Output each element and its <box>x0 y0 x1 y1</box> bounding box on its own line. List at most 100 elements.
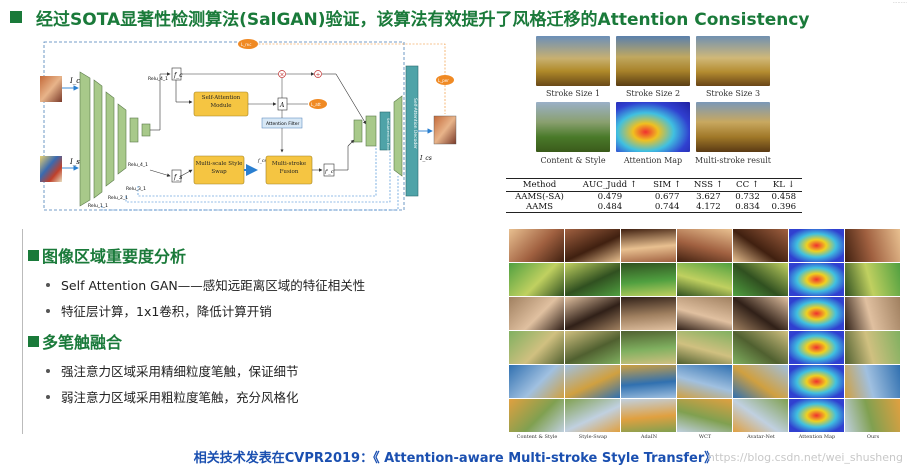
caption-stroke-3: Stroke Size 3 <box>705 89 761 98</box>
result-thumbnail <box>509 229 564 262</box>
attention-map-image <box>616 102 690 152</box>
result-thumbnail <box>677 263 732 296</box>
label-loss3: L_per <box>438 78 449 83</box>
section-heading-1: 图像区域重要度分析 <box>28 243 186 267</box>
loss-att-icon <box>309 99 327 109</box>
metrics-header: CC ↑ <box>729 178 766 192</box>
result-thumbnail <box>677 331 732 364</box>
output-image <box>433 115 457 145</box>
label-ai: A <box>279 102 285 109</box>
caption-content-style: Content & Style <box>540 156 606 165</box>
stroke-size-2-image <box>616 36 690 86</box>
attention-map-thumbnail <box>789 229 844 262</box>
heading-bullet-icon <box>28 249 39 261</box>
decoder-block-3 <box>379 111 391 151</box>
grid-caption: Content & Style <box>516 434 558 440</box>
result-thumbnail <box>621 399 676 432</box>
attention-map-thumbnail <box>789 399 844 432</box>
svg-text:+: + <box>316 72 321 79</box>
label-self-attention: Self-Attention Module <box>201 95 241 109</box>
list-item-text: 特征层计算，1x1卷积，降低计算开销 <box>61 304 272 319</box>
watermark: https://blog.csdn.net/wei_shusheng <box>707 451 903 464</box>
result-thumbnail <box>733 263 788 296</box>
result-thumbnail <box>845 399 900 432</box>
result-thumbnail <box>677 399 732 432</box>
result-thumbnail <box>733 399 788 432</box>
caption-attention-map: Attention Map <box>623 156 683 165</box>
label-loss2: L_att <box>311 102 321 107</box>
metrics-table: Method AUC_Judd ↑ SIM ↑ NSS ↑ CC ↑ KL ↓ … <box>506 178 802 213</box>
result-thumbnail <box>565 229 620 262</box>
list-item-text: Self Attention GAN——感知远距离区域的特征相关性 <box>61 278 366 293</box>
svg-text:×: × <box>280 72 285 79</box>
encoder-block-5 <box>129 117 139 143</box>
content-image <box>40 76 62 102</box>
attention-map-thumbnail <box>789 365 844 398</box>
encoder-block-3 <box>105 91 115 187</box>
grid-caption: Attention Map <box>798 434 836 440</box>
caption-multi-stroke: Multi-stroke result <box>694 156 772 165</box>
metrics-header: AUC_Judd ↑ <box>572 178 647 192</box>
table-cell: 4.172 <box>687 202 730 213</box>
encoder-block-1 <box>79 71 91 207</box>
label-fcs: f_cs <box>257 158 267 164</box>
label-ic: I_c <box>69 77 80 85</box>
table-cell: 0.458 <box>771 192 797 202</box>
result-thumbnail <box>621 365 676 398</box>
label-attention-filter: Attention Filter <box>266 121 299 127</box>
bullet-dot-icon <box>46 368 50 373</box>
section-divider <box>22 229 23 434</box>
result-thumbnail <box>565 365 620 398</box>
multi-stroke-result-image <box>696 102 770 152</box>
decoder-block-2 <box>365 115 377 147</box>
attention-map-thumbnail <box>789 263 844 296</box>
label-is: I_s <box>69 158 80 166</box>
slide-title: 经过SOTA显著性检测算法(SalGAN)验证，该算法有效提升了风格迁移的Att… <box>6 4 906 30</box>
label-loss1: L_rec <box>241 42 251 47</box>
result-thumbnail <box>845 297 900 330</box>
table-row: AAMS(-SA) 0.479 0.677 3.627 0.732 0.458 <box>506 192 802 202</box>
table-cell: 0.677 <box>654 192 680 202</box>
result-thumbnail <box>677 229 732 262</box>
table-cell: 0.744 <box>646 202 688 213</box>
metrics-header: SIM ↑ <box>646 178 688 192</box>
table-cell: 0.834 <box>729 202 766 213</box>
grid-caption: Ours <box>866 434 880 440</box>
decoder-block-4 <box>393 95 403 177</box>
label-relu11: Relu_1_1 <box>88 203 108 209</box>
result-thumbnail <box>509 399 564 432</box>
caption-stroke-2: Stroke Size 2 <box>625 89 681 98</box>
result-thumbnail <box>845 229 900 262</box>
encoder-block-6 <box>141 123 151 137</box>
encoder-block-2 <box>93 79 103 199</box>
encoder-block-4 <box>117 103 127 175</box>
result-thumbnail <box>621 263 676 296</box>
label-relu41b: Relu_4_1 <box>128 162 148 168</box>
heading-bullet-icon <box>28 335 39 347</box>
result-thumbnail <box>565 297 620 330</box>
result-thumbnail <box>565 331 620 364</box>
result-thumbnail <box>845 331 900 364</box>
label-encoder: Self-Attention Encoder <box>386 118 390 158</box>
architecture-diagram: I_c I_s Relu_4_1 Relu_4_1 Relu_3_1 Relu_… <box>40 39 457 211</box>
stroke-size-1-image <box>536 36 610 86</box>
table-cell: AAMS(-SA) <box>515 192 564 202</box>
table-cell: 0.479 <box>597 192 623 202</box>
list-item: 弱注意力区域采用粗粒度笔触，充分风格化 <box>46 387 299 406</box>
metrics-header: NSS ↑ <box>687 178 730 192</box>
table-row: AAMS 0.484 0.744 4.172 0.834 0.396 <box>506 202 802 213</box>
section-heading-2: 多笔触融合 <box>28 329 122 353</box>
result-thumbnail <box>565 263 620 296</box>
label-relu21: Relu_2_1 <box>108 195 128 201</box>
result-thumbnail <box>733 229 788 262</box>
label-fc: f_c <box>173 72 183 79</box>
section-heading-text: 多笔触融合 <box>42 333 123 352</box>
list-item: Self Attention GAN——感知远距离区域的特征相关性 <box>46 275 365 294</box>
bullet-dot-icon <box>46 308 50 313</box>
decoder-block-1 <box>353 119 363 143</box>
result-thumbnail <box>621 229 676 262</box>
metrics-header: Method <box>506 178 573 192</box>
metrics-header: KL ↓ <box>765 178 802 192</box>
content-style-image <box>536 102 610 152</box>
